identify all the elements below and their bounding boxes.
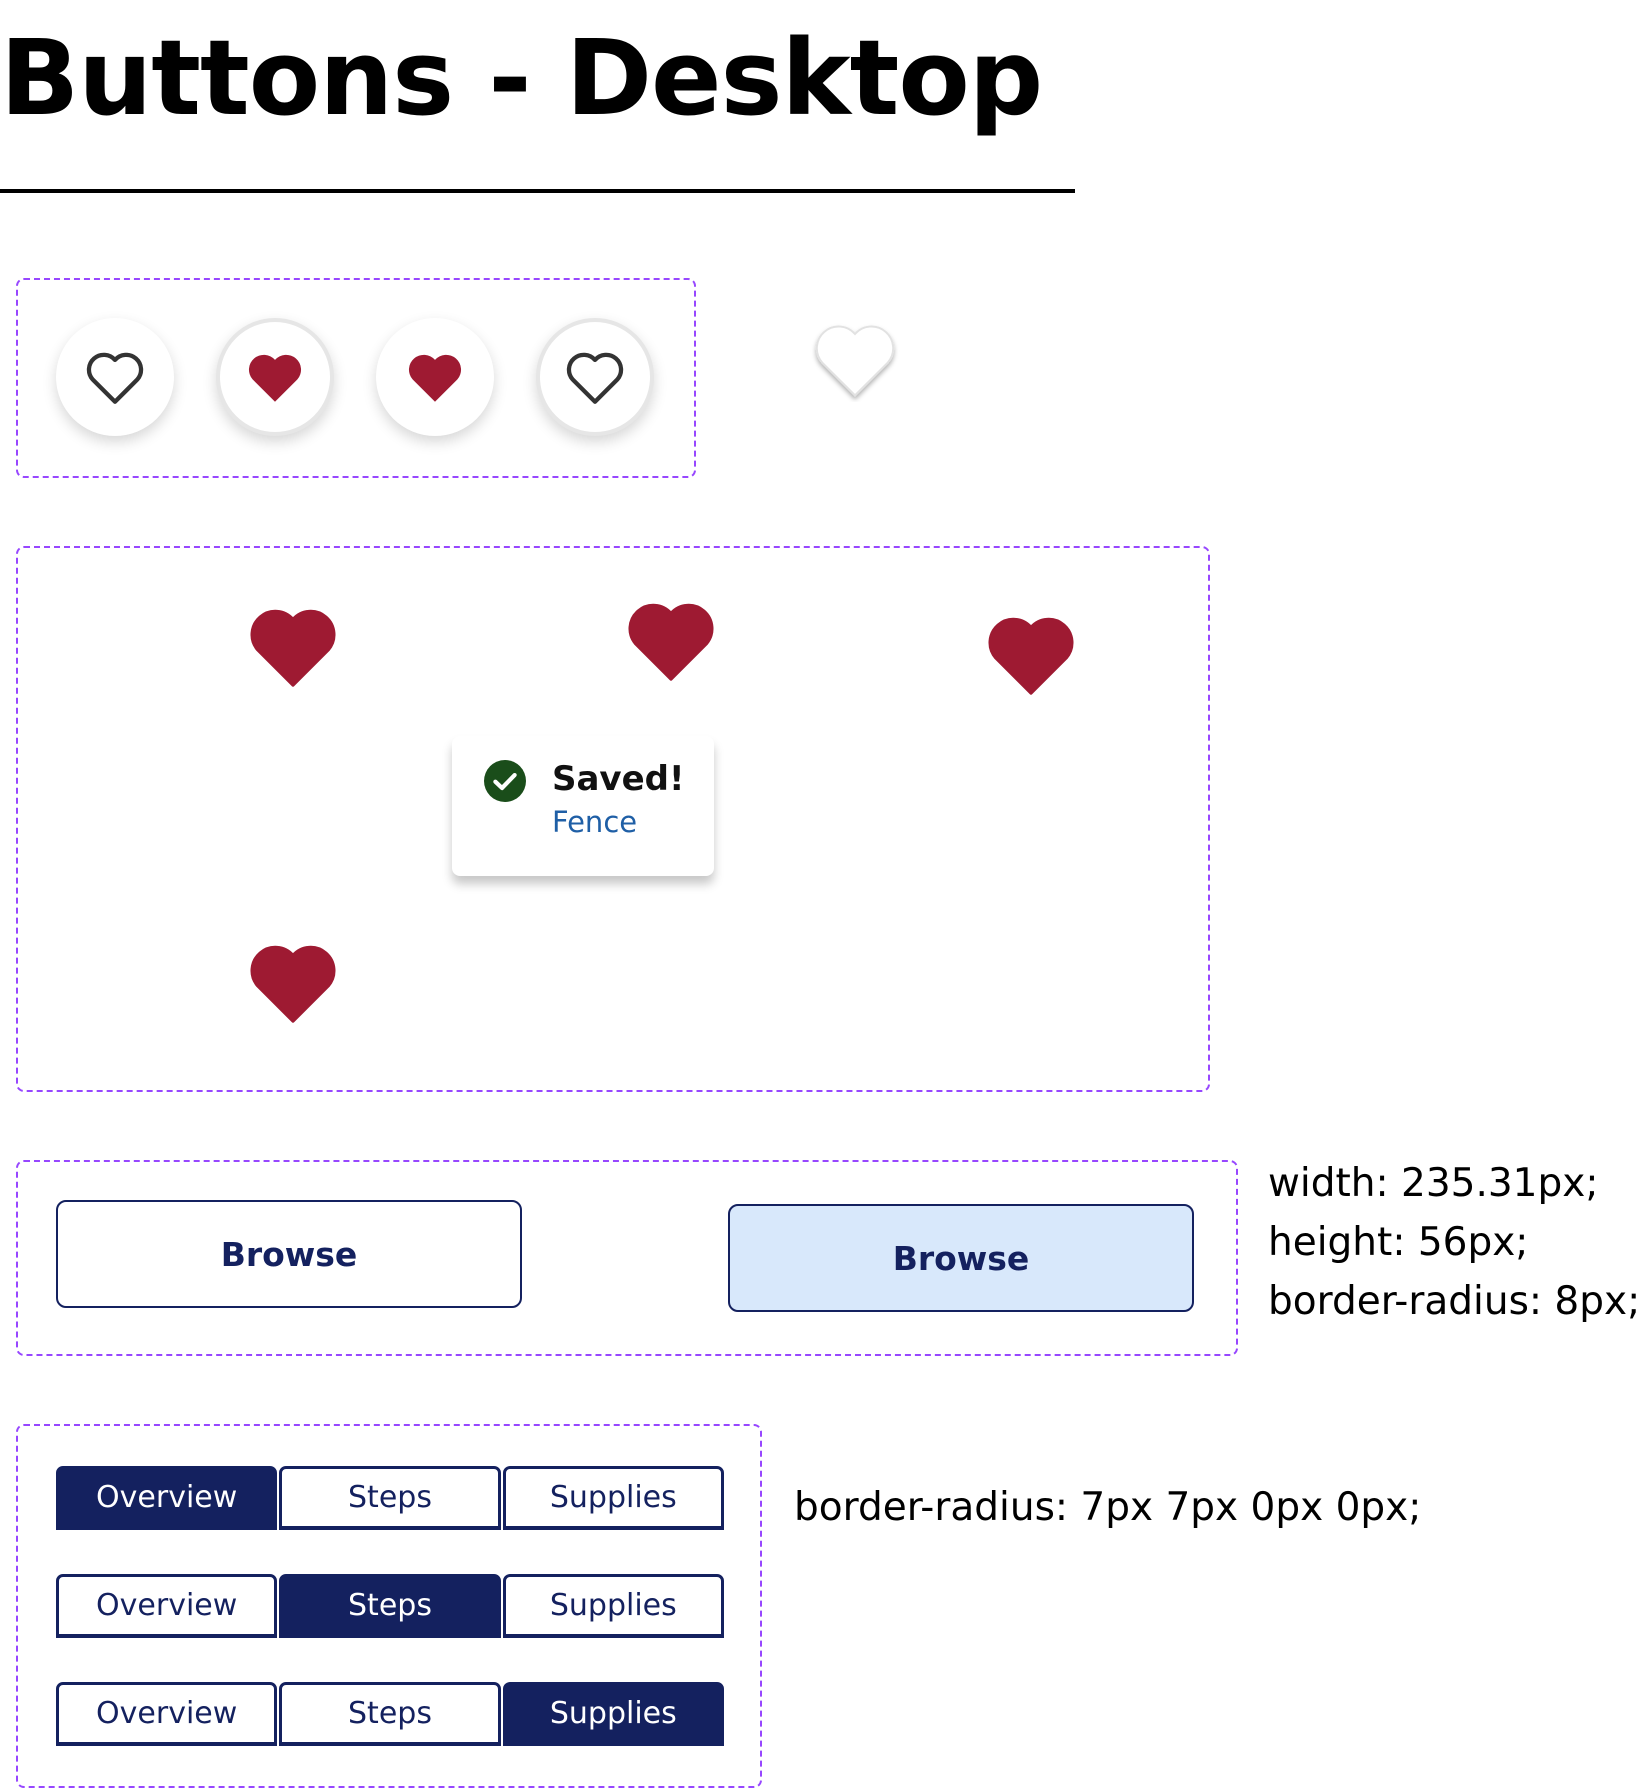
title-divider <box>0 189 1075 193</box>
browse-button-hover[interactable]: Browse <box>728 1204 1194 1312</box>
toast-subtitle-link[interactable]: Fence <box>552 805 638 839</box>
tab-overview[interactable]: Overview <box>56 1466 278 1530</box>
browse-spec-width: width: 235.31px; <box>1268 1161 1599 1206</box>
favorite-button-hover[interactable] <box>536 318 654 436</box>
heart-outline-icon <box>566 352 624 404</box>
saved-animation-frame <box>16 546 1210 1092</box>
favorite-button-selected[interactable] <box>376 318 494 436</box>
browse-spec-radius: border-radius: 8px; <box>1268 1279 1641 1324</box>
favorite-button-selected-hover[interactable] <box>216 318 334 436</box>
heart-filled-icon <box>248 354 302 402</box>
browse-spec-height: height: 56px; <box>1268 1220 1529 1265</box>
page-title: Buttons - Desktop <box>0 17 1043 139</box>
tab-row-overview-active: Overview Steps Supplies <box>56 1466 724 1530</box>
tabs-spec-radius: border-radius: 7px 7px 0px 0px; <box>794 1485 1422 1530</box>
heart-filled-icon <box>250 609 336 687</box>
heart-filled-icon <box>628 603 714 681</box>
tab-steps[interactable]: Steps <box>279 1682 501 1746</box>
heart-filled-icon <box>250 945 336 1023</box>
tabs-frame <box>16 1424 762 1788</box>
tab-overview[interactable]: Overview <box>56 1682 278 1746</box>
favorite-button-default[interactable] <box>56 318 174 436</box>
browse-buttons-frame <box>16 1160 1238 1356</box>
tab-supplies[interactable]: Supplies <box>502 1682 724 1746</box>
heart-filled-icon <box>988 617 1074 695</box>
tab-row-steps-active: Overview Steps Supplies <box>56 1574 724 1638</box>
heart-outline-icon <box>86 352 144 404</box>
heart-white-icon <box>815 325 895 397</box>
tab-row-supplies-active: Overview Steps Supplies <box>56 1682 724 1746</box>
tab-overview[interactable]: Overview <box>56 1574 278 1638</box>
check-circle-icon <box>484 760 526 802</box>
tab-supplies[interactable]: Supplies <box>502 1466 724 1530</box>
saved-toast: Saved! Fence <box>452 736 714 876</box>
favorite-buttons-frame <box>16 278 696 478</box>
toast-title: Saved! <box>552 759 685 799</box>
tab-steps[interactable]: Steps <box>279 1574 501 1638</box>
browse-button-default[interactable]: Browse <box>56 1200 522 1308</box>
tab-steps[interactable]: Steps <box>279 1466 501 1530</box>
heart-filled-icon <box>408 354 462 402</box>
tab-supplies[interactable]: Supplies <box>502 1574 724 1638</box>
